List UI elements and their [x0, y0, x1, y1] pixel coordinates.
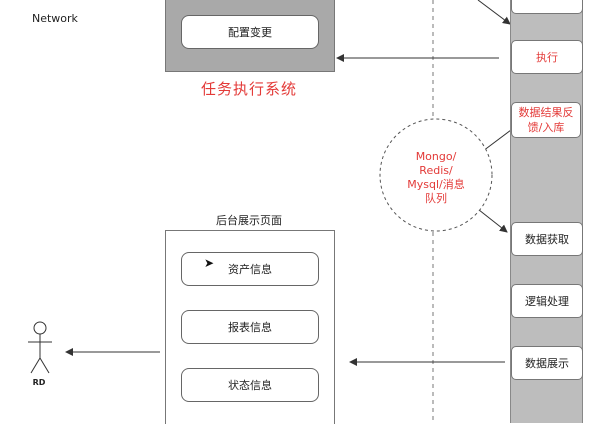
backend-title: 后台展示页面: [216, 214, 282, 227]
pipeline-step-display[interactable]: 数据展示: [511, 346, 583, 380]
storage-label: Mongo/ Redis/ Mysql/消息 队列: [380, 150, 492, 206]
storage-line: 队列: [425, 192, 447, 205]
report-info-button[interactable]: 报表信息: [181, 310, 319, 344]
pipeline-step-feedback[interactable]: 数据结果反馈/入库: [511, 102, 581, 138]
storage-line: Mysql/消息: [407, 178, 465, 191]
rd-label: RD: [32, 378, 46, 387]
storage-line: Redis/: [419, 164, 453, 177]
pipeline-step-fetch[interactable]: 数据获取: [511, 222, 583, 256]
network-label: Network: [32, 12, 78, 25]
status-info-button[interactable]: 状态信息: [181, 368, 319, 402]
config-change-button[interactable]: 配置变更: [181, 15, 319, 49]
arrow-top-in: [477, 0, 511, 25]
asset-info-button[interactable]: 资产信息: [181, 252, 319, 286]
pipeline-top-box: [511, 0, 583, 14]
pipeline-step-execute[interactable]: 执行: [511, 40, 583, 74]
task-system-title: 任务执行系统: [200, 80, 297, 98]
storage-circle: [379, 118, 493, 232]
pipeline-step-logic[interactable]: 逻辑处理: [511, 284, 583, 318]
mouse-cursor-icon: ➤: [204, 256, 215, 270]
rd-stick-figure: [28, 321, 52, 374]
storage-line: Mongo/: [415, 150, 457, 163]
